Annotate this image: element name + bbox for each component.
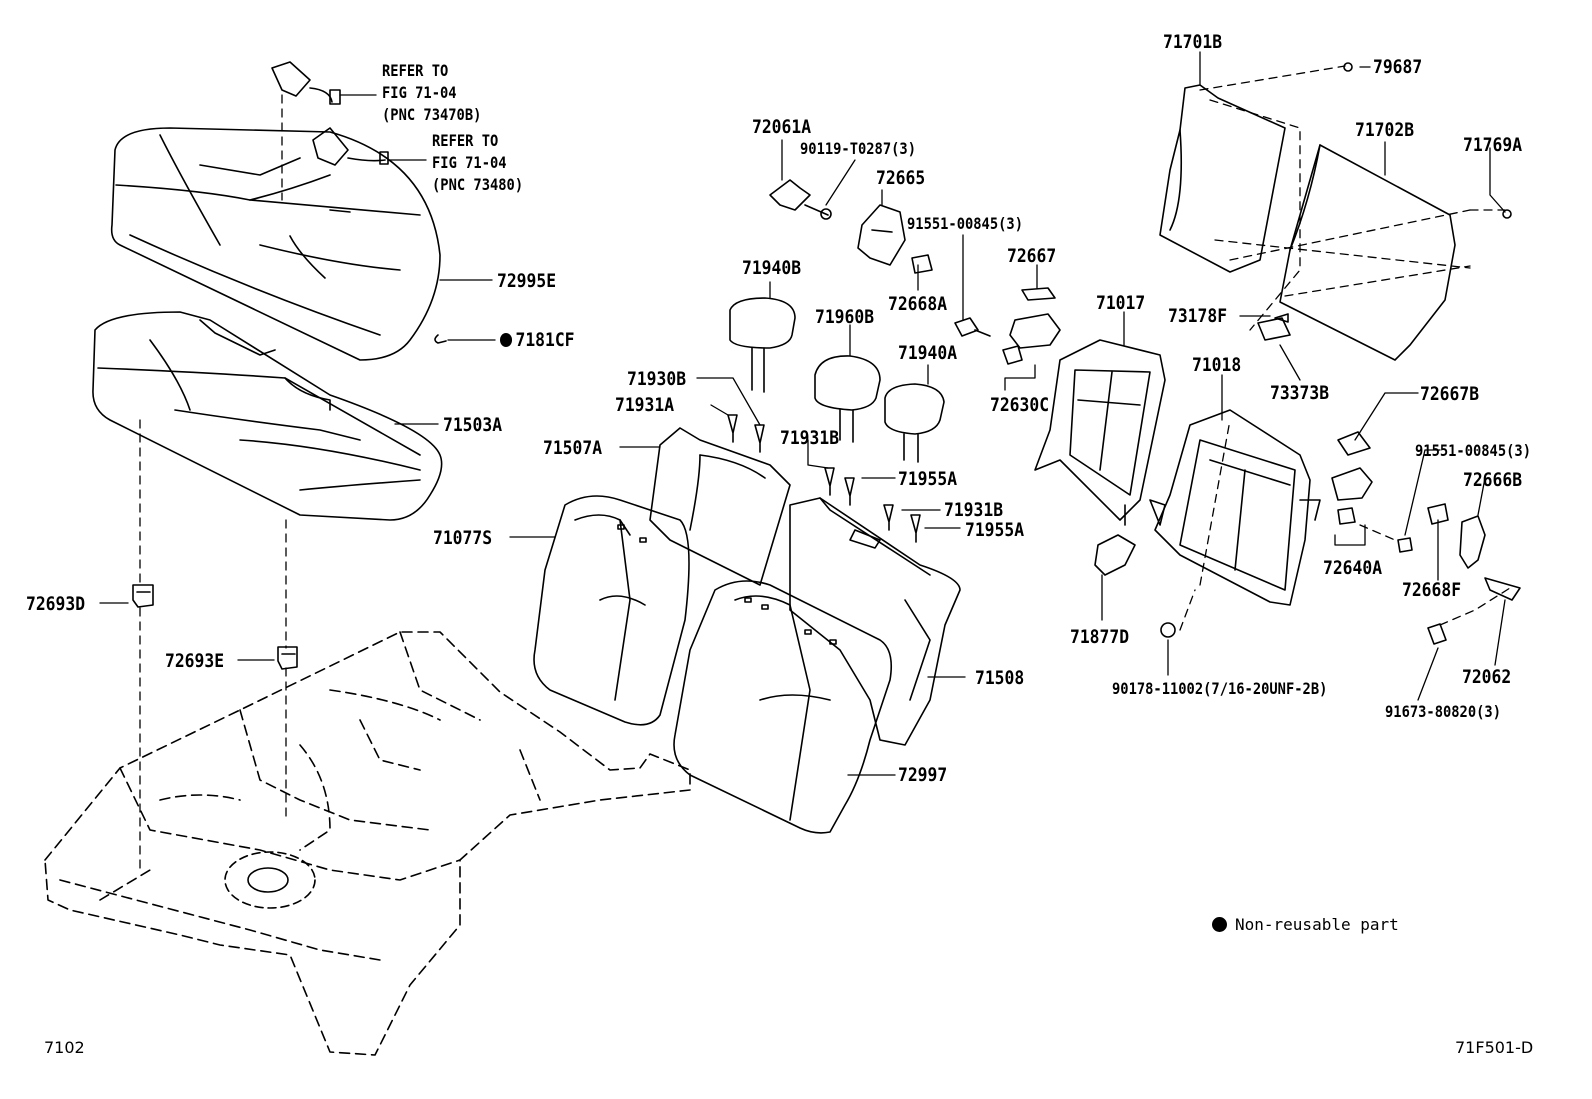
label-71931B-2: 71931B bbox=[944, 499, 1004, 521]
board-71701B bbox=[1159, 84, 1286, 273]
label-72693D: 72693D bbox=[26, 593, 86, 615]
clip-72668A bbox=[911, 254, 933, 274]
non-reusable-dot-icon bbox=[1212, 917, 1227, 932]
label-71930B: 71930B bbox=[627, 368, 687, 390]
headrest-71960B bbox=[814, 355, 881, 443]
bracket-72665 bbox=[857, 204, 906, 266]
spare-wheel-well bbox=[224, 851, 316, 909]
label-72997: 72997 bbox=[898, 764, 948, 786]
label-71940B: 71940B bbox=[742, 257, 802, 279]
clip-72668F bbox=[1427, 503, 1449, 525]
seat-cushion-pad bbox=[92, 311, 443, 521]
label-71503A: 71503A bbox=[443, 414, 503, 436]
hinge-72062 bbox=[1484, 577, 1521, 601]
label-72668F: 72668F bbox=[1402, 579, 1462, 601]
seat-cushion-cover bbox=[110, 127, 441, 361]
seatback-cover-71077S bbox=[533, 495, 690, 726]
label-71955A-2: 71955A bbox=[965, 519, 1025, 541]
headrest-guides bbox=[727, 414, 921, 543]
seat-hook-72693D bbox=[132, 584, 154, 608]
label-71507A: 71507A bbox=[543, 437, 603, 459]
label-72061A: 72061A bbox=[752, 116, 812, 138]
label-71955A-1: 71955A bbox=[898, 468, 958, 490]
label-71701B: 71701B bbox=[1163, 31, 1223, 53]
seatbelt-buckle-73470B bbox=[271, 61, 341, 105]
clip-73178F bbox=[1274, 313, 1289, 323]
label-79687: 79687 bbox=[1373, 56, 1423, 78]
clip-71769A bbox=[1502, 209, 1512, 219]
label-72630C: 72630C bbox=[990, 394, 1050, 416]
legend: Non-reusable part bbox=[1212, 915, 1399, 934]
lock-72630C bbox=[1002, 313, 1061, 365]
headrest-71940B bbox=[729, 297, 796, 393]
label-71931B-1: 71931B bbox=[780, 427, 840, 449]
label-71931A: 71931A bbox=[615, 394, 675, 416]
seat-hook-72693E bbox=[277, 646, 298, 670]
label-71877D: 71877D bbox=[1070, 626, 1130, 648]
label-91551-00845-a: 91551-00845(3) bbox=[907, 214, 1023, 233]
clip-72667B bbox=[1337, 431, 1371, 456]
label-71769A: 71769A bbox=[1463, 134, 1523, 156]
clip-72667 bbox=[1021, 287, 1056, 301]
clip-79687 bbox=[1343, 62, 1353, 72]
non-reusable-dot-icon bbox=[500, 333, 513, 347]
label-7181CF-text: 7181CF bbox=[515, 329, 575, 351]
bolt-91551-b bbox=[1397, 537, 1413, 553]
label-90178-11002: 90178-11002(7/16-20UNF-2B) bbox=[1112, 679, 1328, 698]
label-72693E: 72693E bbox=[165, 650, 225, 672]
bolt-91673 bbox=[1427, 623, 1447, 645]
clip-7181CF bbox=[434, 334, 447, 344]
label-73373B: 73373B bbox=[1270, 382, 1330, 404]
label-71960B: 71960B bbox=[815, 306, 875, 328]
label-refer-73470B: REFER TO FIG 71-04 (PNC 73470B) bbox=[382, 61, 482, 124]
label-72667: 72667 bbox=[1007, 245, 1057, 267]
label-72666B: 72666B bbox=[1463, 469, 1523, 491]
seatback-frame-71017 bbox=[1034, 339, 1166, 526]
label-90119-T0287: 90119-T0287(3) bbox=[800, 139, 916, 158]
bolt-91551-a bbox=[954, 317, 991, 337]
label-72062: 72062 bbox=[1462, 666, 1512, 688]
label-71940A: 71940A bbox=[898, 342, 958, 364]
nut-90178 bbox=[1160, 622, 1176, 638]
label-71702B: 71702B bbox=[1355, 119, 1415, 141]
label-91551-00845-b: 91551-00845(3) bbox=[1415, 441, 1531, 460]
label-71508: 71508 bbox=[975, 667, 1025, 689]
seatbelt-buckle-73480 bbox=[312, 127, 389, 166]
label-71017: 71017 bbox=[1096, 292, 1146, 314]
figure-number-left: 7102 bbox=[44, 1038, 85, 1057]
label-71018: 71018 bbox=[1192, 354, 1242, 376]
label-72668A: 72668A bbox=[888, 293, 948, 315]
label-73178F: 73178F bbox=[1168, 305, 1228, 327]
seatback-cover-72997 bbox=[673, 580, 893, 834]
cover-71877D bbox=[1094, 534, 1136, 576]
label-91673-80820: 91673-80820(3) bbox=[1385, 702, 1501, 721]
legend-text: Non-reusable part bbox=[1235, 915, 1399, 934]
seatback-frame-71018 bbox=[1149, 409, 1321, 606]
board-71702B bbox=[1279, 144, 1456, 361]
cover-72666B bbox=[1459, 515, 1486, 569]
seatback-pad-71507A bbox=[649, 427, 791, 586]
label-71077S: 71077S bbox=[433, 527, 493, 549]
seatback-pad-71508 bbox=[789, 497, 961, 746]
label-72665: 72665 bbox=[876, 167, 926, 189]
label-72640A: 72640A bbox=[1323, 557, 1383, 579]
headrest-71940A bbox=[884, 383, 945, 463]
label-7181CF: 7181CF bbox=[500, 330, 575, 350]
label-72667B: 72667B bbox=[1420, 383, 1480, 405]
hinge-72061A bbox=[769, 179, 832, 220]
label-leader-lines bbox=[99, 51, 1506, 776]
floor-panel bbox=[44, 631, 691, 1056]
lock-72640A bbox=[1331, 467, 1373, 525]
cover-73373B bbox=[1257, 317, 1291, 341]
label-refer-73480: REFER TO FIG 71-04 (PNC 73480) bbox=[432, 131, 524, 194]
label-72995E: 72995E bbox=[497, 270, 557, 292]
figure-number-right: 71F501-D bbox=[1455, 1038, 1534, 1057]
